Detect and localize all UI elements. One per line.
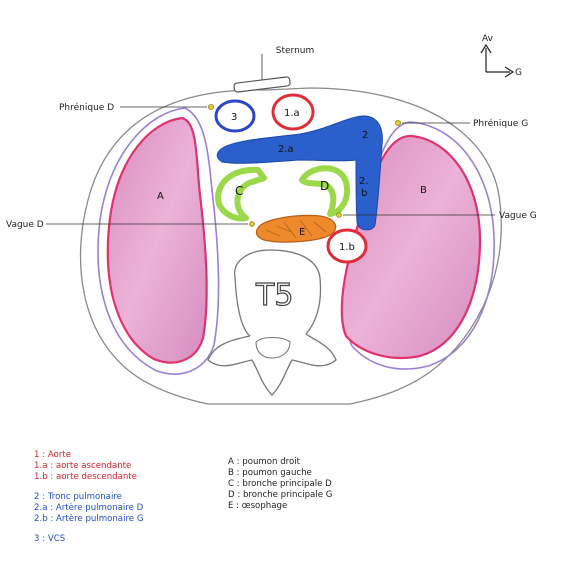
sternum-label: Sternum bbox=[276, 46, 315, 56]
legend-pulmonary-artery-right: 2.a : Artère pulmonaire D bbox=[34, 503, 144, 513]
pulmonary-artery-left-label-1: 2. bbox=[359, 176, 369, 187]
legend-pulmonary-artery-left: 2.b : Artère pulmonaire G bbox=[34, 514, 144, 524]
ascending-aorta bbox=[271, 93, 315, 131]
svc-label: 3 bbox=[231, 112, 237, 123]
esophagus-label: E bbox=[299, 227, 305, 238]
descending-aorta bbox=[326, 228, 368, 264]
legend-bronchus-right: C : bronche principale D bbox=[228, 479, 332, 489]
legend-svc: 3 : VCS bbox=[34, 534, 66, 544]
vertebra-body bbox=[234, 249, 322, 343]
orientation-front-arrowhead bbox=[480, 43, 492, 54]
descending-aorta-label: 1.b bbox=[339, 242, 355, 253]
pleura-right bbox=[97, 107, 220, 375]
phrenic-left-nerve bbox=[395, 120, 401, 126]
orientation-indicator: Av G bbox=[480, 34, 522, 78]
vagus-left-label: Vague G bbox=[499, 211, 537, 221]
lung-right-label: A bbox=[157, 191, 164, 202]
phrenic-right-label: Phrénique D bbox=[59, 102, 114, 113]
orientation-front-label: Av bbox=[482, 34, 494, 44]
esophagus-texture bbox=[265, 219, 327, 239]
vagus-right-label: Vague D bbox=[6, 220, 44, 230]
bronchus-left bbox=[299, 165, 350, 217]
sternum-bone bbox=[233, 76, 291, 93]
pulmonary-artery-right-label: 2.a bbox=[278, 144, 294, 155]
legend-pulmonary-trunk: 2 : Tronc pulmonaire bbox=[34, 492, 122, 502]
pulmonary-trunk-label: 2 bbox=[362, 130, 368, 141]
svc-vessel bbox=[214, 99, 256, 133]
phrenic-left-label: Phrénique G bbox=[473, 118, 528, 129]
lung-right bbox=[106, 116, 208, 364]
legend-structures: A : poumon droit B : poumon gauche C : b… bbox=[228, 457, 332, 512]
legend-vessels: 1 : Aorte 1.a : aorte ascendante 1.b : a… bbox=[34, 450, 144, 545]
vertebra-arch bbox=[207, 333, 337, 396]
vertebra-label: T5 bbox=[255, 278, 293, 313]
lung-left-label: B bbox=[420, 185, 427, 196]
legend-ascending-aorta: 1.a : aorte ascendante bbox=[34, 461, 132, 471]
spinal-canal bbox=[255, 336, 291, 359]
bronchus-right-label: C bbox=[235, 184, 243, 198]
orientation-left-arrowhead bbox=[504, 66, 515, 78]
bronchus-left-label: D bbox=[320, 179, 329, 193]
legend-lung-right: A : poumon droit bbox=[228, 457, 301, 467]
vagus-left-nerve bbox=[336, 212, 342, 218]
bronchus-right bbox=[215, 166, 267, 222]
legend-lung-left: B : poumon gauche bbox=[228, 468, 312, 478]
phrenic-right-nerve bbox=[208, 104, 214, 110]
thorax-outline bbox=[79, 87, 502, 405]
pulmonary-trunk bbox=[216, 115, 383, 231]
legend-descending-aorta: 1.b : aorte descendante bbox=[34, 472, 137, 482]
esophagus bbox=[255, 214, 337, 243]
vagus-right-nerve bbox=[249, 221, 255, 227]
ascending-aorta-label: 1.a bbox=[284, 108, 300, 119]
legend-aorta: 1 : Aorte bbox=[34, 450, 72, 460]
legend-bronchus-left: D : bronche principale G bbox=[228, 490, 333, 500]
pulmonary-artery-left-label-2: b bbox=[361, 188, 367, 199]
legend-esophagus: E : œsophage bbox=[228, 501, 288, 511]
orientation-left-label: G bbox=[515, 68, 522, 78]
